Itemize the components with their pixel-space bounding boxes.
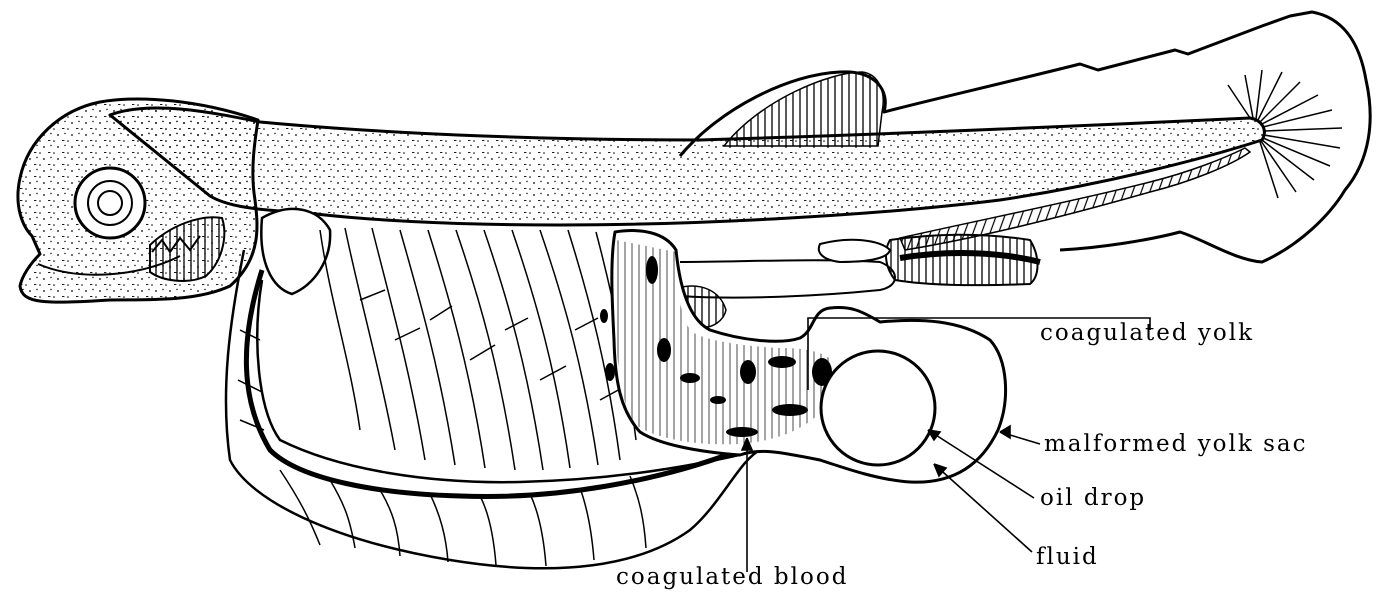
anal-fin <box>886 235 1040 285</box>
label-fluid: fluid <box>1036 546 1099 569</box>
label-malformed-yolk-sac: malformed yolk sac <box>1044 433 1308 456</box>
eye <box>75 168 145 238</box>
label-oil-drop: oil drop <box>1040 487 1146 510</box>
pectoral-fin <box>261 209 330 294</box>
label-coagulated-yolk: coagulated yolk <box>1040 322 1254 345</box>
label-coagulated-blood: coagulated blood <box>616 566 848 589</box>
oil-drop <box>821 351 935 465</box>
